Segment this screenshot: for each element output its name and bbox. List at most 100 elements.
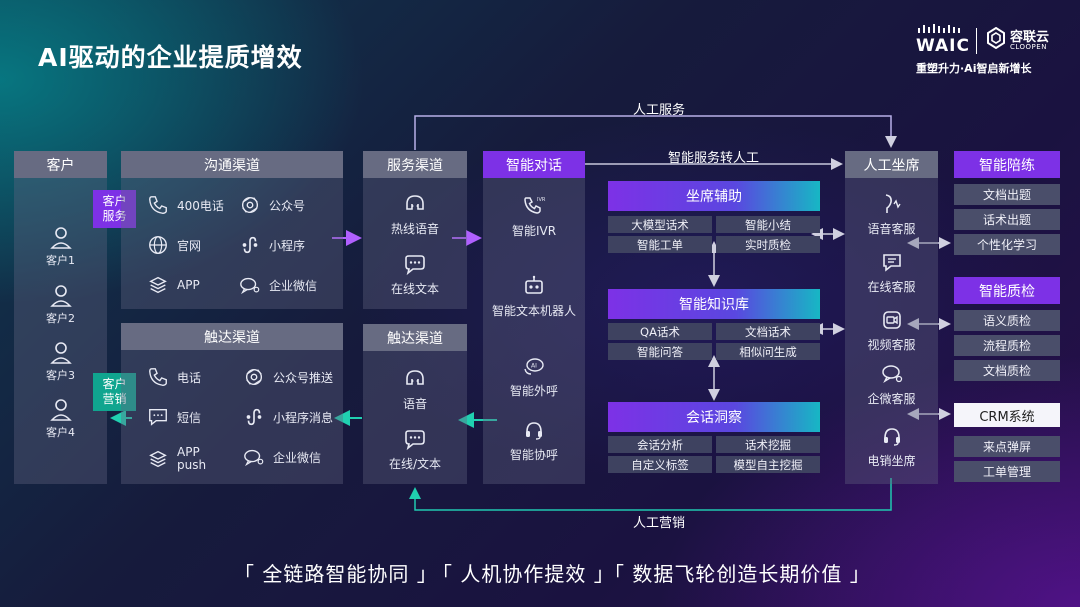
smart-text-bot[interactable]: 智能文本机器人 — [483, 274, 585, 319]
slogan-2: 「 人机协作提效 」 — [432, 562, 615, 586]
chat-bubble-icon — [405, 255, 425, 276]
manual-service-line — [414, 115, 897, 150]
video-icon — [882, 311, 901, 329]
customer-item[interactable]: 客户1 — [14, 226, 107, 268]
smart-assisted-call[interactable]: 智能协呼 — [483, 418, 585, 463]
person-icon — [49, 342, 72, 364]
customer-service-tag: 客户服务 — [93, 190, 136, 228]
chat-bubble-icon — [405, 430, 425, 451]
training-item[interactable]: 个性化学习 — [954, 234, 1060, 255]
knowledge-base-band: 智能知识库 — [608, 289, 820, 319]
channel-app[interactable]: APP — [147, 274, 200, 296]
telesales-agent[interactable]: 电销坐席 — [845, 424, 938, 469]
wecom-icon — [244, 449, 264, 467]
smart-ivr[interactable]: IVR 智能IVR — [483, 194, 585, 239]
video-agent[interactable]: 视频客服 — [845, 308, 938, 353]
company-name: 容联云 — [1010, 30, 1050, 45]
customer-item[interactable]: 客户2 — [14, 284, 107, 326]
brand-tagline: 重塑升力·Ai智启新增长 — [916, 62, 1032, 75]
layers-icon — [149, 450, 167, 468]
official-account-icon — [241, 196, 259, 214]
reach-sms[interactable]: 短信 — [147, 406, 201, 428]
channel-mini-program[interactable]: 小程序 — [239, 234, 305, 256]
reach-wecom[interactable]: 企业微信 — [243, 446, 321, 468]
headset-chat-icon — [406, 370, 424, 385]
headset-chat-icon — [406, 195, 424, 210]
brand-block: WAIC 容联云 CLOOPEN 重塑升力·Ai智启新增长 — [916, 22, 1066, 78]
comm-channel-header: 沟通渠道 — [121, 151, 343, 178]
chat-bubble-icon — [882, 254, 901, 272]
training-item[interactable]: 话术出题 — [954, 209, 1060, 230]
training-item[interactable]: 文档出题 — [954, 184, 1060, 205]
voice-agent[interactable]: 语音客服 — [845, 192, 938, 237]
insight-cell[interactable]: 自定义标签 — [608, 456, 712, 473]
globe-icon — [149, 236, 167, 254]
human-agent-panel: 语音客服 在线客服 视频客服 企微客服 电销坐席 — [845, 178, 938, 484]
customer-panel: 客户1 客户2 客户3 客户4 — [14, 178, 107, 484]
wecom-icon — [240, 277, 260, 295]
channel-wecom[interactable]: 企业微信 — [239, 274, 317, 296]
person-icon — [49, 227, 72, 249]
insight-cell[interactable]: 模型自主挖掘 — [716, 456, 820, 473]
person-icon — [49, 399, 72, 421]
headset-icon — [526, 422, 542, 440]
page-title: AI驱动的企业提质增效 — [38, 43, 303, 72]
reach-voice[interactable]: 语音 — [363, 367, 467, 412]
svg-text:IVR: IVR — [537, 197, 546, 203]
layers-icon — [149, 276, 167, 294]
wecom-agent[interactable]: 企微客服 — [845, 362, 938, 407]
crm-item[interactable]: 来点弹屏 — [954, 436, 1060, 457]
official-account-icon — [245, 368, 263, 386]
smart-outbound[interactable]: AI 智能外呼 — [483, 354, 585, 399]
qc-item[interactable]: 文档质检 — [954, 360, 1060, 381]
crm-system-box[interactable]: CRM系统 — [954, 403, 1060, 427]
service-channel-panel: 热线语音 在线文本 — [363, 178, 467, 309]
ai-call-icon: AI — [524, 358, 544, 375]
channel-official-account[interactable]: 公众号 — [239, 194, 305, 216]
assist-cell[interactable]: 实时质检 — [716, 236, 820, 253]
assist-cell[interactable]: 大模型话术 — [608, 216, 712, 233]
session-insight-band: 会话洞察 — [608, 402, 820, 432]
online-text[interactable]: 在线文本 — [363, 252, 467, 297]
company-name-en: CLOOPEN — [1010, 43, 1047, 51]
channel-website[interactable]: 官网 — [147, 234, 201, 256]
crm-item[interactable]: 工单管理 — [954, 461, 1060, 482]
hotline-voice[interactable]: 热线语音 — [363, 192, 467, 237]
channel-400-phone[interactable]: 400电话 — [147, 194, 224, 216]
sms-icon — [149, 408, 167, 426]
comm-channel-panel: 400电话 公众号 官网 小程序 APP 企业微信 — [121, 178, 343, 309]
customer-item[interactable]: 客户3 — [14, 341, 107, 383]
reach-channel-panel: 电话 公众号推送 短信 小程序消息 APP push 企业微信 — [121, 350, 343, 484]
knowledge-cell[interactable]: QA话术 — [608, 323, 712, 340]
reach-mini-program-msg[interactable]: 小程序消息 — [243, 406, 333, 428]
reach-online-text[interactable]: 在线/文本 — [363, 427, 467, 472]
smart-qc-header: 智能质检 — [954, 277, 1060, 304]
assist-cell[interactable]: 智能工单 — [608, 236, 712, 253]
assist-cell[interactable]: 智能小结 — [716, 216, 820, 233]
service-channel-header: 服务渠道 — [363, 151, 467, 178]
insight-cell[interactable]: 话术挖掘 — [716, 436, 820, 453]
customer-item[interactable]: 客户4 — [14, 398, 107, 440]
knowledge-cell[interactable]: 相似问生成 — [716, 343, 820, 360]
waic-sound-icon — [918, 24, 960, 33]
agent-assist-band: 坐席辅助 — [608, 181, 820, 211]
reach-app-push[interactable]: APP push — [147, 446, 206, 472]
customer-header: 客户 — [14, 151, 107, 178]
slogan-1: 「 全链路智能协同 」 — [234, 562, 438, 586]
knowledge-cell[interactable]: 智能问答 — [608, 343, 712, 360]
headset-icon — [883, 428, 900, 446]
knowledge-cell[interactable]: 文档话术 — [716, 323, 820, 340]
reach-official-push[interactable]: 公众号推送 — [243, 366, 333, 388]
qc-item[interactable]: 流程质检 — [954, 335, 1060, 356]
qc-item[interactable]: 语义质检 — [954, 310, 1060, 331]
manual-service-label: 人工服务 — [633, 103, 686, 118]
slogan-3: 「 数据飞轮创造长期价值 」 — [604, 562, 871, 586]
insight-cell[interactable]: 会话分析 — [608, 436, 712, 453]
waic-logo-text: WAIC — [916, 36, 970, 56]
mini-program-icon — [246, 408, 262, 426]
manual-marketing-label: 人工营销 — [633, 516, 686, 531]
reach-phone[interactable]: 电话 — [147, 366, 201, 388]
human-agent-header: 人工坐席 — [845, 151, 938, 178]
online-agent[interactable]: 在线客服 — [845, 250, 938, 295]
